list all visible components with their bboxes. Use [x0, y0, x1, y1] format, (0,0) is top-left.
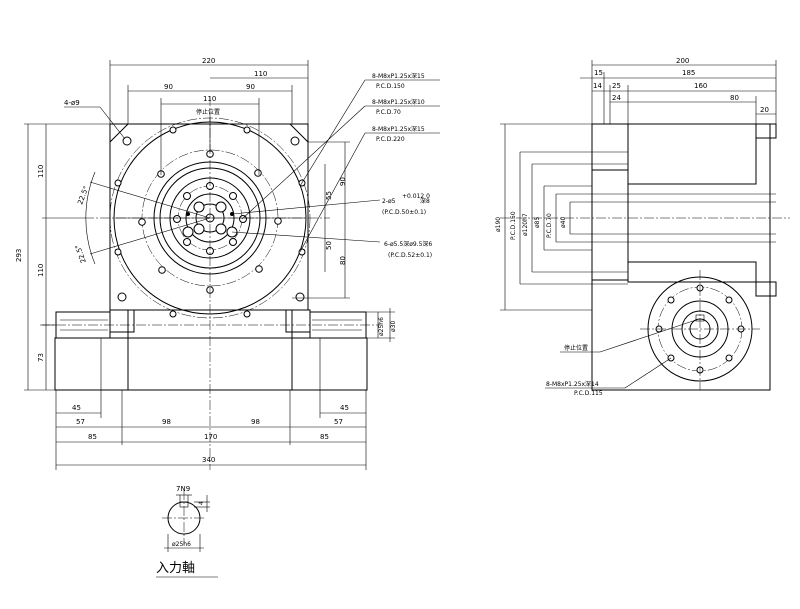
dim-55: 55	[325, 191, 333, 200]
dim-185: 185	[682, 69, 695, 77]
pcd-70: P.C.D.70	[546, 213, 553, 238]
holes-callout: 4-ø9	[64, 99, 80, 107]
dim-160: 160	[694, 82, 707, 90]
callout-2: 8-M8xP1.25x深10	[372, 98, 425, 106]
callout-4-tol: +0.012 0	[402, 193, 430, 200]
corner-hole-icon	[295, 292, 305, 302]
dia-120: ø120h7	[522, 213, 529, 236]
callout-1: 8-M8xP1.25x深15	[372, 72, 425, 80]
callout-4-pcd: (P.C.D.50±0.1)	[382, 209, 426, 216]
dim-57-left: 57	[76, 418, 85, 426]
dim-98-left: 98	[162, 418, 171, 426]
dim-85-left: 85	[88, 433, 97, 441]
dim-110-inner: 110	[203, 95, 216, 103]
dim-45-right: 45	[340, 404, 349, 412]
dim-45-left: 45	[72, 404, 81, 412]
angle-lower: 22.5°	[74, 243, 88, 264]
callout-5-pcd: (P.C.D.52±0.1)	[388, 252, 432, 259]
detail-depth: 4	[198, 501, 205, 505]
callout-5: 6-ø5.5深ø9.5深6	[384, 240, 432, 248]
side-shaft-bot	[755, 281, 777, 297]
dim-15: 15	[594, 69, 603, 77]
callout-2-pcd: P.C.D.70	[376, 109, 401, 116]
dim-90-right: 90	[246, 83, 255, 91]
side-top-box	[627, 123, 757, 185]
dim-57-right: 57	[334, 418, 343, 426]
front-view: 220 110 90 90 110 停止位置 293 110 110 73 22…	[15, 57, 440, 470]
side-stop-label: 停止位置	[564, 344, 588, 352]
dim-50: 50	[325, 241, 333, 250]
dim-110-lower: 110	[37, 264, 45, 277]
front-boss-left	[109, 309, 135, 333]
front-base-lower	[54, 337, 368, 391]
callout-4-depth: 深8	[420, 197, 430, 205]
corner-hole-icon	[290, 136, 300, 146]
side-callout: 8-M8xP1.25x深14	[546, 380, 599, 388]
shaft-dia-2: ø30	[390, 321, 397, 332]
dim-73: 73	[37, 353, 45, 362]
input-shaft-detail: 7N9 4 ø25h6 入力軸	[156, 485, 218, 578]
corner-hole-icon	[117, 292, 127, 302]
detail-dia: ø25h6	[172, 541, 191, 548]
dim-80: 80	[339, 256, 347, 265]
dim-340: 340	[202, 456, 215, 464]
side-mid-box	[627, 261, 757, 283]
dim-220: 220	[202, 57, 215, 65]
front-boss-right	[285, 309, 311, 333]
side-flange	[591, 169, 629, 281]
pcd-150: P.C.D.150	[510, 211, 517, 240]
dia-85: ø85	[534, 217, 541, 228]
callout-1-pcd: P.C.D.150	[376, 83, 405, 90]
side-shaft-top	[755, 123, 777, 139]
side-view: ø190 P.C.D.150 ø120h7 ø85 P.C.D.70 ø40 2…	[495, 57, 790, 397]
side-callout-pcd: P.C.D.115	[574, 390, 603, 397]
dim-25: 25	[612, 82, 621, 90]
callout-3-pcd: P.C.D.220	[376, 136, 405, 143]
dim-98-right: 98	[251, 418, 260, 426]
shaft-dia-1: ø25h6	[378, 317, 385, 336]
detail-key: 7N9	[176, 485, 190, 493]
dia-40: ø40	[560, 217, 567, 228]
dim-80-side: 80	[730, 94, 739, 102]
callout-4: 2-ø5	[382, 198, 396, 205]
dim-24: 24	[612, 94, 621, 102]
dim-110-upper: 110	[37, 165, 45, 178]
dim-20: 20	[760, 106, 769, 114]
stop-position-label: 停止位置	[196, 108, 220, 116]
angle-upper: 22.5°	[76, 185, 90, 206]
detail-title: 入力軸	[156, 561, 195, 576]
dim-110-top: 110	[254, 70, 267, 78]
dim-293: 293	[15, 249, 23, 262]
dia-190: ø190	[495, 217, 502, 232]
dim-90-left: 90	[164, 83, 173, 91]
dim-200: 200	[676, 57, 689, 65]
dim-14: 14	[593, 82, 602, 90]
dim-85-right: 85	[320, 433, 329, 441]
dim-170: 170	[204, 433, 217, 441]
callout-3: 8-M8xP1.25x深15	[372, 125, 425, 133]
dim-90-right-v: 90	[339, 177, 347, 186]
